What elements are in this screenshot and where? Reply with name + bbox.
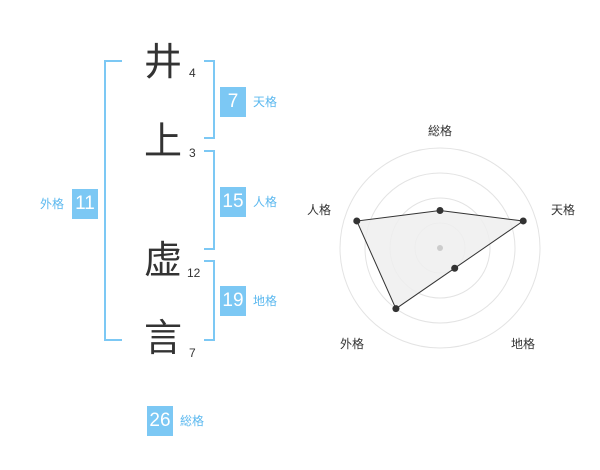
radar-axis-label-jinkaku: 人格 (307, 203, 332, 217)
stroke-count-4: 7 (189, 346, 196, 360)
radar-polygon (356, 209, 525, 310)
radar-axis-label-chikaku: 地格 (511, 337, 536, 351)
radar-point-4 (392, 305, 400, 313)
name-char-1: 井 (143, 40, 182, 84)
radar-point-5 (353, 217, 361, 225)
stroke-count-2: 3 (189, 146, 196, 160)
tenkaku-bracket (204, 60, 215, 139)
stroke-count-1: 4 (189, 66, 196, 80)
chikaku-label: 地格 (253, 294, 278, 308)
name-char-2: 上 (143, 119, 182, 163)
radar-ring (339, 147, 541, 349)
gaikaku-label: 外格 (40, 197, 65, 211)
soukaku-value: 26 (147, 406, 173, 436)
tenkaku-value: 7 (220, 87, 246, 117)
tenkaku-label: 天格 (253, 95, 278, 109)
gaikaku-bracket (104, 60, 122, 341)
radar-center-dot (437, 245, 443, 251)
jinkaku-bracket (204, 150, 215, 250)
name-char-4: 言 (143, 316, 182, 360)
radar-points (353, 207, 527, 313)
radar-ring (364, 172, 516, 324)
jinkaku-label: 人格 (253, 195, 278, 209)
chikaku-value: 19 (220, 286, 246, 316)
soukaku-label: 総格 (180, 414, 205, 428)
radar-axis-label-soukaku: 総格 (428, 124, 453, 138)
stroke-count-3: 12 (187, 266, 201, 280)
radar-axis-label-tenkaku: 天格 (551, 203, 576, 217)
radar-point-1 (436, 207, 444, 214)
radar-point-3 (451, 264, 459, 272)
jinkaku-value: 15 (220, 187, 246, 217)
name-char-3: 虚 (143, 238, 182, 282)
chikaku-bracket (204, 260, 215, 341)
radar-point-2 (519, 217, 527, 225)
gaikaku-value: 11 (72, 189, 98, 219)
radar-axis-label-gaikaku: 外格 (340, 337, 365, 351)
